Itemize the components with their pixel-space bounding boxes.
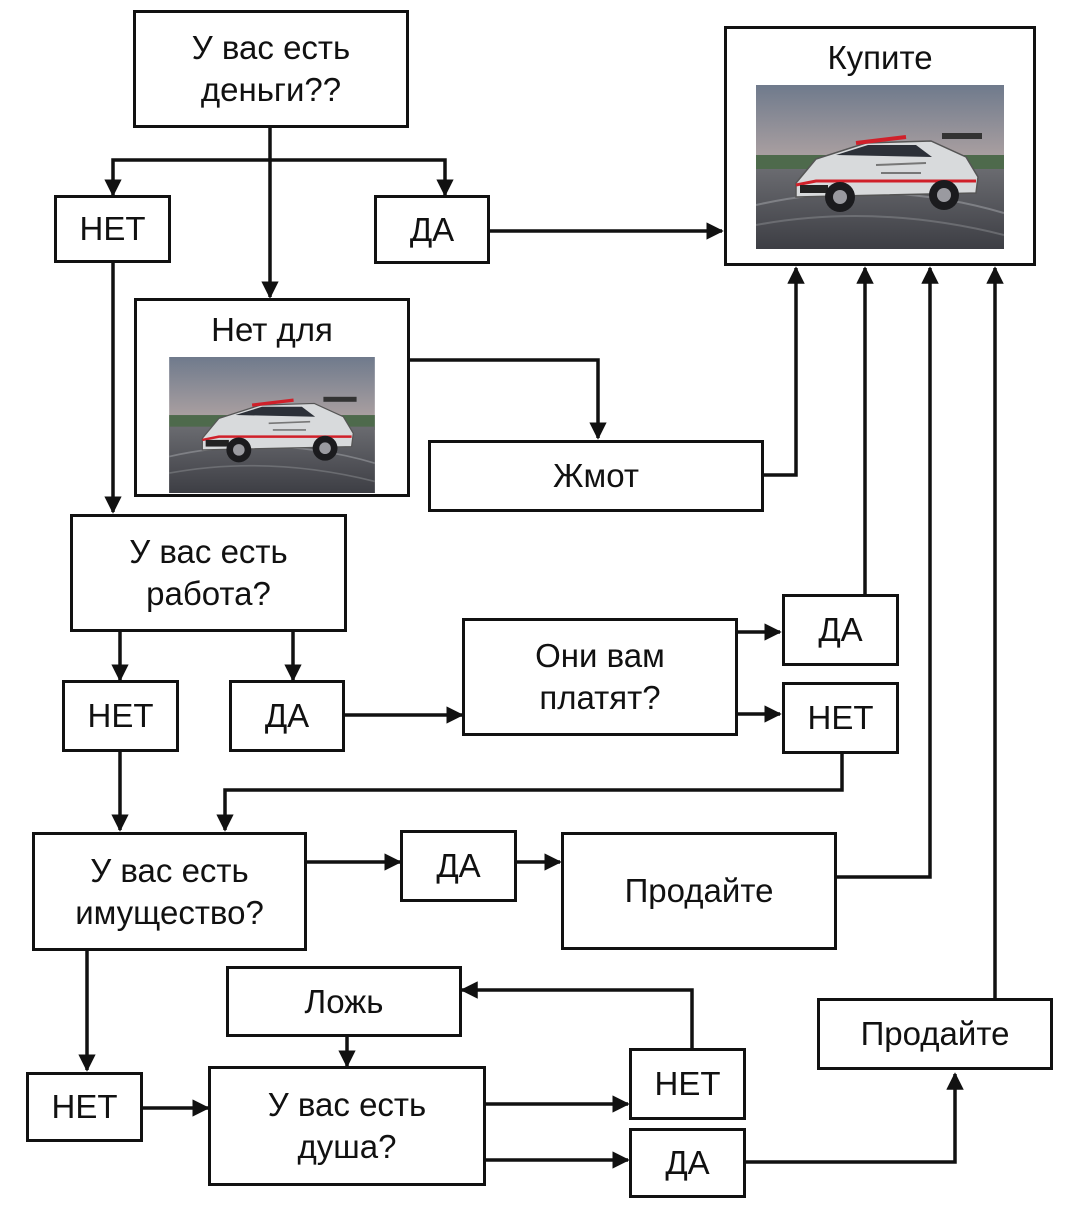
no-box-property: НЕТ [26,1072,143,1142]
arrow-sell-to-buy [836,266,939,879]
yes-box-job: ДА [229,680,345,752]
no-text-money: НЕТ [79,210,146,248]
yes-box-money: ДА [374,195,490,264]
stingy-text: Жмот [553,457,639,495]
not-for-box: Нет для [134,298,410,497]
sell-text-2: Продайте [860,1015,1010,1053]
yes-text-job: ДА [264,697,310,735]
arrow-soul-yes-to-sell [744,1072,964,1164]
buy-box: Купите [724,26,1036,266]
yes-text-property: ДА [436,847,481,885]
lie-box: Ложь [226,966,462,1037]
arrow-not-for-to-stingy [409,358,607,440]
yes-text-paid: ДА [818,611,863,649]
yes-box-property: ДА [400,830,517,902]
lie-text: Ложь [304,982,384,1020]
question-job-text: У вас есть работа? [129,533,288,612]
arrow-soul-no-to-lie [460,981,694,1048]
no-box-paid: НЕТ [782,682,899,754]
no-text-soul: НЕТ [654,1065,721,1103]
no-box-money: НЕТ [54,195,171,263]
question-paid-text: Они вам платят? [535,637,665,716]
question-property-box: У вас есть имущество? [32,832,307,951]
question-soul-text: У вас есть душа? [267,1086,427,1165]
question-money-text: У вас есть деньги?? [191,29,351,108]
question-job-box: У вас есть работа? [70,514,347,632]
question-paid-box: Они вам платят? [462,618,738,736]
no-box-soul: НЕТ [629,1048,746,1120]
sell-text-1: Продайте [624,872,774,910]
yes-box-paid: ДА [782,594,899,666]
no-text-job: НЕТ [87,697,154,735]
yes-box-soul: ДА [629,1128,746,1198]
no-box-job: НЕТ [62,680,179,752]
drift-car-photo [756,84,1004,249]
buy-text: Купите [827,39,933,76]
arrow-stingy-to-buy [764,266,805,477]
question-soul-box: У вас есть душа? [208,1066,486,1186]
question-property-text: У вас есть имущество? [75,851,264,931]
not-for-text: Нет для [211,311,333,348]
stingy-box: Жмот [428,440,764,512]
arrow-money-to-yes [270,158,454,197]
drift-car-photo [169,356,375,493]
arrow-paid-no-to-property [216,753,844,832]
no-text-property: НЕТ [51,1088,118,1126]
arrow-money-to-no [104,128,272,197]
question-money-box: У вас есть деньги?? [133,10,409,128]
yes-text-money: ДА [409,210,455,248]
yes-text-soul: ДА [665,1144,710,1182]
no-text-paid: НЕТ [807,699,874,737]
sell-box-1: Продайте [561,832,837,950]
sell-box-2: Продайте [817,998,1053,1070]
